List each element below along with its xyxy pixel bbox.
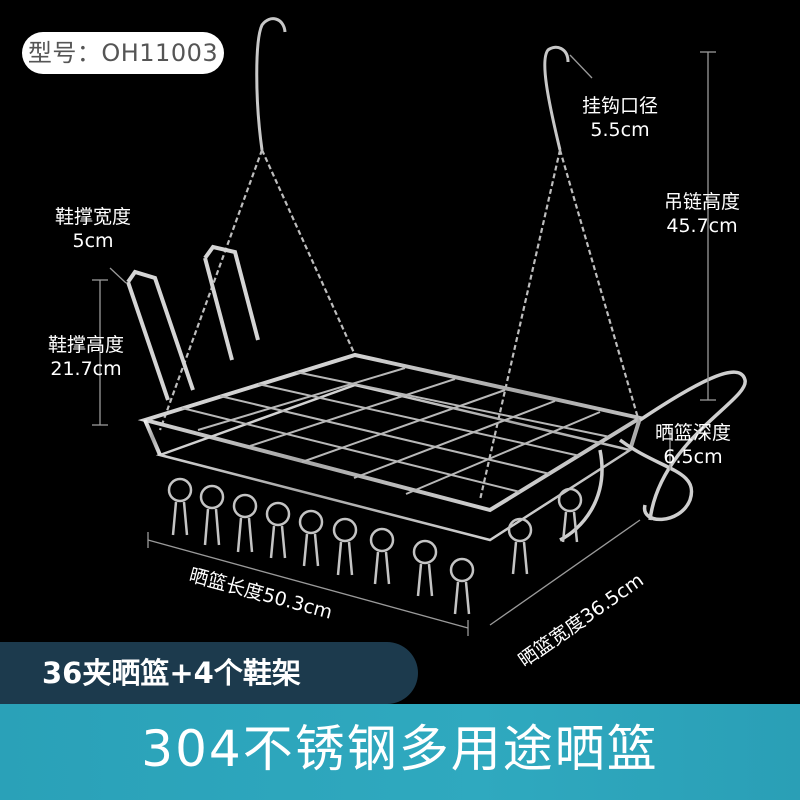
basket-depth-label: 晒篮深度 6.5cm (655, 421, 731, 469)
dimension-lines (92, 51, 716, 636)
left-hook (255, 17, 287, 151)
basket-grid (181, 367, 611, 495)
side-hooks (559, 370, 747, 542)
shoe-rack-height-name: 鞋撑高度 (48, 334, 125, 356)
feature-banner: 36夹晒篮+4个鞋架 (0, 642, 418, 704)
feature-banner-text: 36夹晒篮+4个鞋架 (42, 656, 301, 690)
basket-depth-name: 晒篮深度 (655, 422, 732, 444)
shoe-rack-height-value: 21.7cm (50, 358, 122, 380)
shoe-racks (126, 244, 260, 401)
shoe-rack-width-name: 鞋撑宽度 (55, 206, 132, 228)
chains (158, 149, 642, 501)
shoe-rack-height-label: 鞋撑高度 21.7cm (48, 333, 124, 381)
model-number-badge: 型号：OH11003 (22, 32, 224, 74)
clothespins (167, 477, 583, 615)
basket-depth-value: 6.5cm (663, 446, 723, 468)
product-title: 304不锈钢多用途晒篮 (141, 720, 659, 778)
right-hook (543, 45, 570, 151)
hook-diameter-value: 5.5cm (590, 119, 650, 141)
chain-height-label: 吊链高度 45.7cm (664, 190, 740, 238)
hook-diameter-label: 挂钩口径 5.5cm (582, 94, 658, 142)
shoe-rack-width-value: 5cm (72, 230, 114, 252)
chain-height-value: 45.7cm (666, 215, 738, 237)
shoe-rack-width-label: 鞋撑宽度 5cm (55, 205, 131, 253)
hook-diameter-name: 挂钩口径 (582, 95, 659, 117)
chain-height-name: 吊链高度 (664, 191, 741, 213)
title-banner: 304不锈钢多用途晒篮 (0, 704, 800, 800)
